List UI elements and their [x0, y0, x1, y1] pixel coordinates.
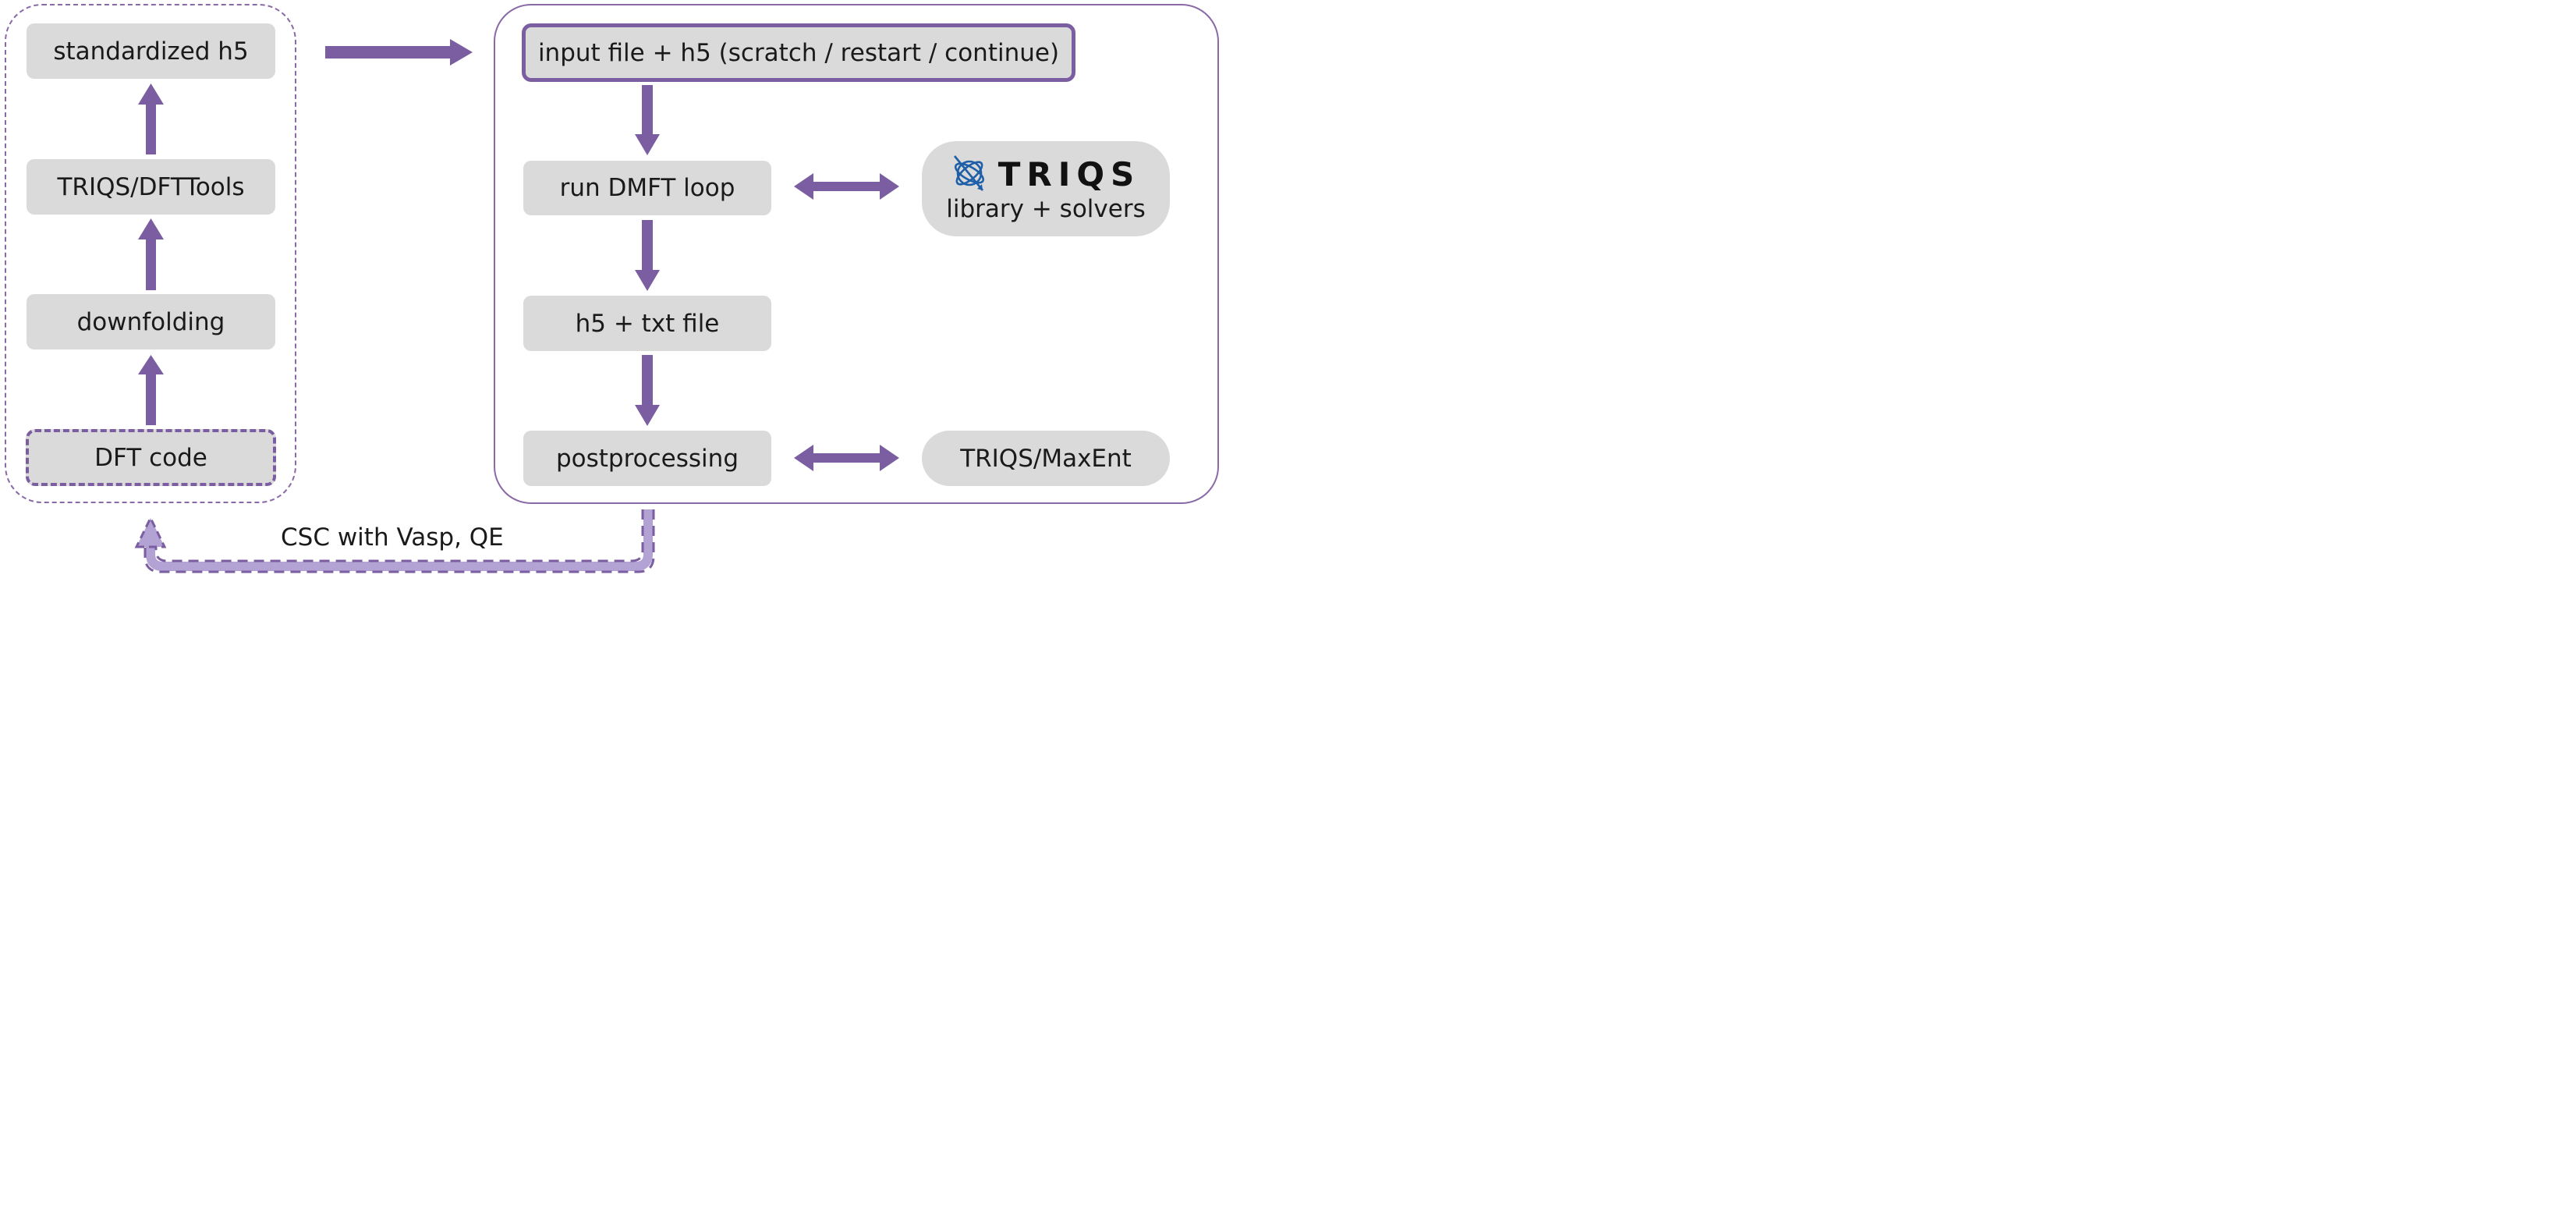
- standardized-h5-box: standardized h5: [27, 23, 275, 79]
- triqs-library-box: TRIQS library + solvers: [922, 141, 1170, 236]
- dmft-workflow-group: [494, 4, 1219, 504]
- maxent-label: TRIQS/MaxEnt: [960, 444, 1132, 473]
- arrow-input-to-dmft: [635, 85, 660, 155]
- run-dmft-loop-box: run DMFT loop: [523, 161, 771, 215]
- maxent-box: TRIQS/MaxEnt: [922, 431, 1170, 486]
- arrow-h5txt-to-postprocessing: [635, 355, 660, 426]
- dfttools-label: TRIQS/DFTTools: [57, 172, 245, 201]
- csc-label: CSC with Vasp, QE: [281, 523, 504, 552]
- arrow-dfttools-to-standardized: [138, 83, 164, 154]
- dft-workflow-group: [5, 4, 296, 503]
- triqs-brand-label: TRIQS: [997, 154, 1141, 193]
- arrow-dft-to-downfolding: [138, 355, 164, 425]
- dft-code-box: DFT code: [26, 429, 276, 486]
- arrow-postprocessing-maxent-bidirectional: [794, 445, 899, 471]
- input-file-box: input file + h5 (scratch / restart / con…: [522, 23, 1075, 82]
- dft-code-label: DFT code: [94, 443, 207, 472]
- downfolding-label: downfolding: [76, 307, 225, 336]
- triqs-sub-label: library + solvers: [946, 195, 1146, 223]
- arrow-dmft-triqs-bidirectional: [794, 173, 899, 200]
- connector-arrows: [134, 39, 899, 573]
- dfttools-box: TRIQS/DFTTools: [27, 159, 275, 215]
- input-file-label: input file + h5 (scratch / restart / con…: [537, 38, 1060, 67]
- postprocessing-box: postprocessing: [523, 431, 771, 486]
- arrow-left-to-right-group: [325, 39, 473, 66]
- triqs-atom-icon: [953, 155, 984, 191]
- arrow-dmft-to-h5txt: [635, 220, 660, 291]
- run-dmft-loop-label: run DMFT loop: [559, 174, 735, 202]
- postprocessing-label: postprocessing: [555, 444, 739, 473]
- arrow-downfolding-to-dfttools: [138, 218, 164, 290]
- csc-feedback-arrow: [134, 509, 655, 573]
- downfolding-box: downfolding: [27, 294, 275, 349]
- triqs-logo-row: TRIQS: [951, 154, 1141, 193]
- standardized-h5-label: standardized h5: [53, 37, 249, 66]
- h5-txt-file-box: h5 + txt file: [523, 296, 771, 351]
- h5-txt-file-label: h5 + txt file: [575, 309, 720, 338]
